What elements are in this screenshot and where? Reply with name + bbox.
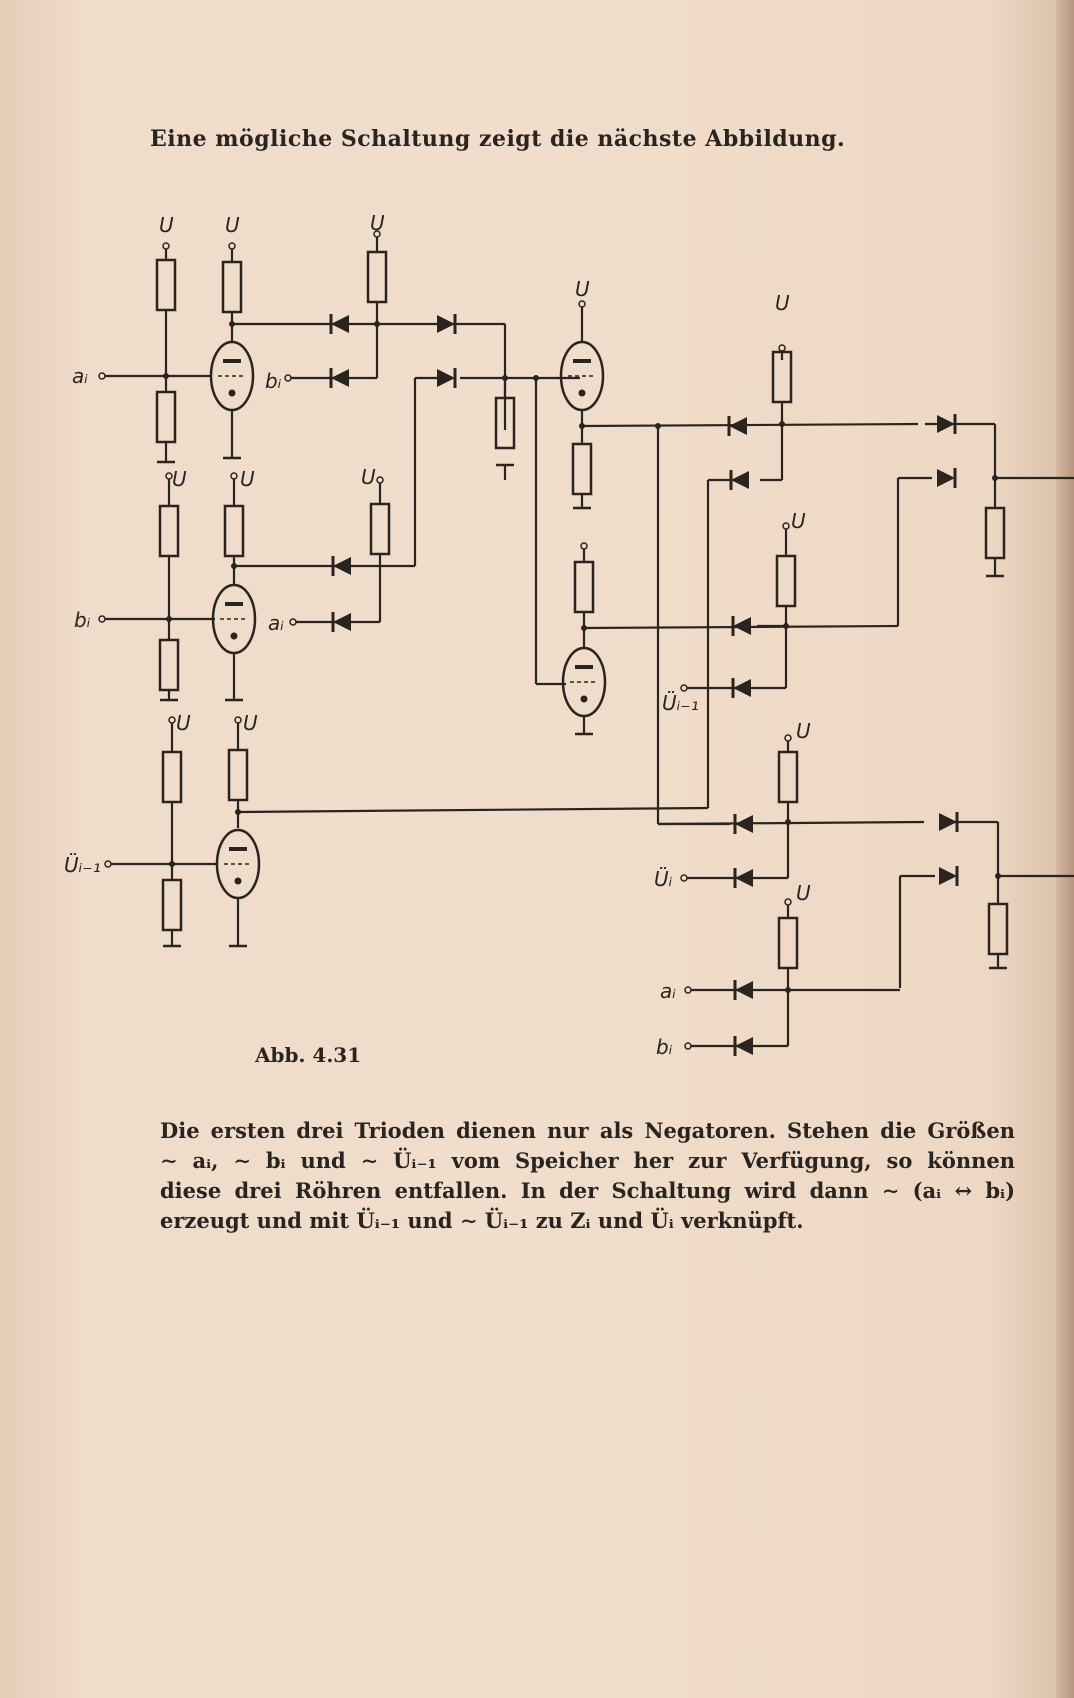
carry-out-label: Üᵢ bbox=[654, 867, 673, 891]
supply-label: U bbox=[225, 213, 240, 237]
input-b-label: bᵢ bbox=[265, 369, 282, 393]
circuit-text-labels: U U U U U U U U U U U U U aᵢ bᵢ bᵢ aᵢ Üᵢ… bbox=[64, 211, 811, 1059]
page-edge-shadow bbox=[1056, 0, 1074, 1698]
circuit-wires bbox=[104, 236, 1074, 1048]
figure-caption: Abb. 4.31 bbox=[255, 1043, 362, 1067]
supply-label: U bbox=[370, 211, 385, 235]
supply-label: U bbox=[791, 509, 806, 533]
supply-label: U bbox=[575, 277, 590, 301]
paragraph-line: Die ersten drei Trioden dienen nur als N… bbox=[160, 1118, 1015, 1143]
input-b-label: bᵢ bbox=[656, 1035, 673, 1059]
supply-label: U bbox=[176, 711, 191, 735]
supply-label: U bbox=[796, 881, 811, 905]
supply-label: U bbox=[172, 467, 187, 491]
grounds bbox=[155, 456, 1009, 970]
supply-label: U bbox=[796, 719, 811, 743]
paragraph-line: erzeugt und mit Üᵢ₋₁ und ∼ Üᵢ₋₁ zu Zᵢ un… bbox=[160, 1208, 804, 1233]
supply-label: U bbox=[243, 711, 258, 735]
input-carry-label: Üᵢ₋₁ bbox=[662, 691, 699, 715]
terminals bbox=[98, 230, 792, 1050]
paragraph-line: ∼ aᵢ, ∼ bᵢ und ∼ Üᵢ₋₁ vom Speicher her z… bbox=[160, 1148, 1015, 1173]
supply-label: U bbox=[775, 291, 790, 315]
circuit-diagram: U U U U U U U U U U U U U aᵢ bᵢ bᵢ aᵢ Üᵢ… bbox=[64, 211, 1074, 1059]
supply-label: U bbox=[159, 213, 174, 237]
body-paragraph: Die ersten drei Trioden dienen nur als N… bbox=[160, 1116, 1015, 1236]
input-b-label: bᵢ bbox=[74, 608, 91, 632]
junction-dots bbox=[163, 321, 1001, 993]
intro-sentence: Eine mögliche Schaltung zeigt die nächst… bbox=[150, 126, 846, 152]
supply-label: U bbox=[361, 465, 376, 489]
input-a-label: aᵢ bbox=[660, 979, 676, 1003]
supply-label: U bbox=[240, 467, 255, 491]
input-a-label: aᵢ bbox=[72, 364, 88, 388]
input-a-label: aᵢ bbox=[268, 611, 284, 635]
input-carry-label: Üᵢ₋₁ bbox=[64, 853, 101, 877]
paragraph-line: diese drei Röhren entfallen. In der Scha… bbox=[160, 1178, 1015, 1203]
